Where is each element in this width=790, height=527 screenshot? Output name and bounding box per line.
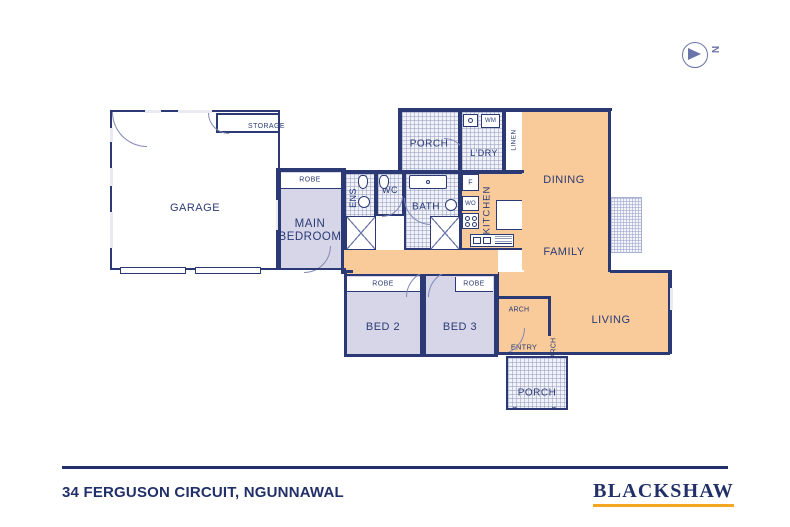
cooktop bbox=[462, 213, 479, 229]
compass-north-label: N bbox=[709, 45, 721, 54]
wall-main-bed-left bbox=[278, 168, 281, 270]
garage-door-panel-1 bbox=[120, 267, 186, 274]
brand-underline bbox=[593, 504, 734, 507]
ens-toilet-icon bbox=[358, 175, 368, 189]
cooktop-burner-1 bbox=[464, 216, 470, 221]
compass-rose: N bbox=[682, 42, 720, 68]
wall-oven bbox=[462, 196, 479, 211]
cooktop-burner-3 bbox=[464, 222, 470, 227]
wall-wet-area-top bbox=[344, 170, 524, 173]
entry-arch-header bbox=[498, 296, 550, 299]
room-robe-bed3 bbox=[455, 276, 493, 292]
paved-area-right bbox=[610, 197, 642, 253]
wall-bed3-right bbox=[494, 274, 497, 356]
room-robe-main bbox=[278, 172, 342, 189]
room-dining-family bbox=[524, 110, 610, 272]
wall-top-right bbox=[524, 108, 612, 111]
hallway-wall-a bbox=[344, 270, 347, 276]
cooktop-burner-2 bbox=[471, 216, 477, 221]
living-wall-right bbox=[669, 270, 672, 354]
wall-porch-left bbox=[398, 108, 401, 172]
hallway bbox=[376, 250, 460, 274]
living-wall-top bbox=[610, 270, 672, 273]
wall-bed2-left bbox=[344, 274, 347, 356]
wall-main-bed-bottom bbox=[276, 267, 346, 270]
room-dining-kitchen-join bbox=[522, 112, 528, 270]
bath-basin-icon bbox=[445, 199, 457, 211]
living-dining-join bbox=[524, 268, 610, 276]
brand-name: BLACKSHAW bbox=[593, 480, 734, 502]
cooktop-burner-4 bbox=[471, 222, 477, 227]
footer-divider bbox=[62, 466, 728, 469]
brand-logo: BLACKSHAW bbox=[593, 480, 734, 507]
ens-basin-icon bbox=[358, 196, 370, 208]
compass-ring bbox=[682, 42, 708, 68]
kitchen-bench bbox=[496, 200, 526, 230]
wall-main-bed-top bbox=[276, 168, 346, 171]
compass-needle-icon bbox=[688, 48, 701, 60]
kitchen-sink-drainer bbox=[495, 236, 512, 245]
wall-main-bed-right bbox=[341, 170, 344, 274]
bathtub-drain-icon bbox=[426, 180, 430, 184]
laundry-tub-bowl-icon bbox=[468, 118, 473, 123]
room-robe-bed2 bbox=[346, 276, 420, 292]
wall-top-mid bbox=[398, 108, 526, 111]
kitchen-sink-bowl-2 bbox=[483, 237, 491, 244]
fridge bbox=[462, 174, 479, 191]
room-porch-rear bbox=[506, 356, 568, 410]
hallway-stub-right bbox=[460, 250, 498, 274]
wall-living-bottom bbox=[496, 352, 670, 355]
wc-toilet-icon bbox=[379, 175, 389, 189]
entry-arch-post bbox=[548, 296, 551, 336]
room-linen bbox=[504, 110, 524, 172]
ens-shower-icon bbox=[346, 216, 376, 250]
garage-door-panel-2 bbox=[195, 267, 261, 274]
kitchen-sink-bowl-1 bbox=[473, 237, 481, 244]
entry-wall-left bbox=[496, 272, 499, 354]
wall-right-upper bbox=[608, 108, 611, 272]
wall-bed2-bed3-divider bbox=[421, 274, 424, 356]
washing-machine bbox=[481, 114, 500, 128]
page-title: 34 FERGUSON CIRCUIT, NGUNNAWAL bbox=[62, 484, 344, 501]
hallway-wall-b bbox=[341, 270, 353, 273]
bath-shower-icon bbox=[430, 216, 460, 250]
